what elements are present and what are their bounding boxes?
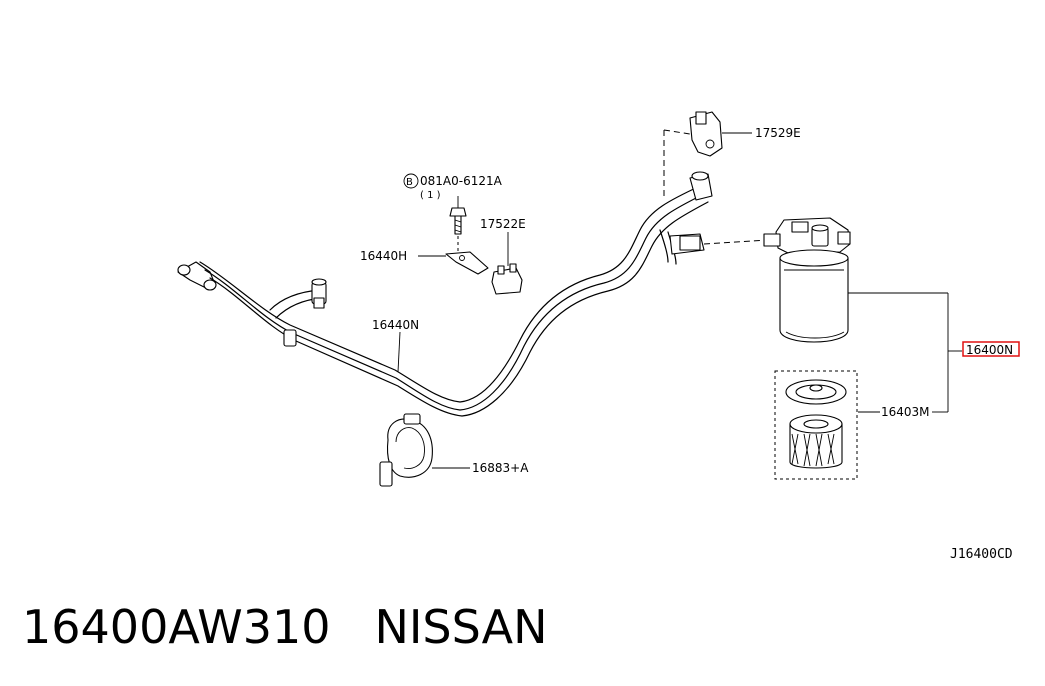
bolt: B 081A0-6121A ( 1 ) xyxy=(403,173,503,254)
leader-16440n xyxy=(397,331,401,373)
label-bolt-qty: ( 1 ) xyxy=(420,190,441,201)
caption-brand: NISSAN xyxy=(374,600,548,654)
clip-17529e: 17529E xyxy=(663,111,801,200)
fuel-tube-assembly xyxy=(177,171,713,417)
label-17522e: 17522E xyxy=(480,217,526,231)
filter-element: 16403M xyxy=(774,370,948,480)
label-16440n: 16440N xyxy=(372,318,419,332)
caption-part-number: 16400AW310 xyxy=(22,600,331,654)
label-17529e: 17529E xyxy=(755,126,801,140)
fuel-filter: 16400N xyxy=(703,217,1020,412)
label-16883a: 16883+A xyxy=(472,461,529,475)
label-16400n: 16400N xyxy=(966,343,1013,357)
label-16403m: 16403M xyxy=(881,405,930,419)
clamp-16883a: 16883+A xyxy=(379,413,529,487)
clip-17522e: 17522E xyxy=(480,217,526,295)
caption: 16400AW310 NISSAN xyxy=(22,597,548,657)
label-bolt-number: 081A0-6121A xyxy=(420,174,503,188)
bolt-type-circle-label: B xyxy=(406,177,413,188)
figure-code: J16400CD xyxy=(950,547,1013,562)
highlight-box-16400n xyxy=(962,341,1020,357)
label-16440h: 16440H xyxy=(360,249,407,263)
bracket-16440h: 16440H xyxy=(360,249,489,275)
